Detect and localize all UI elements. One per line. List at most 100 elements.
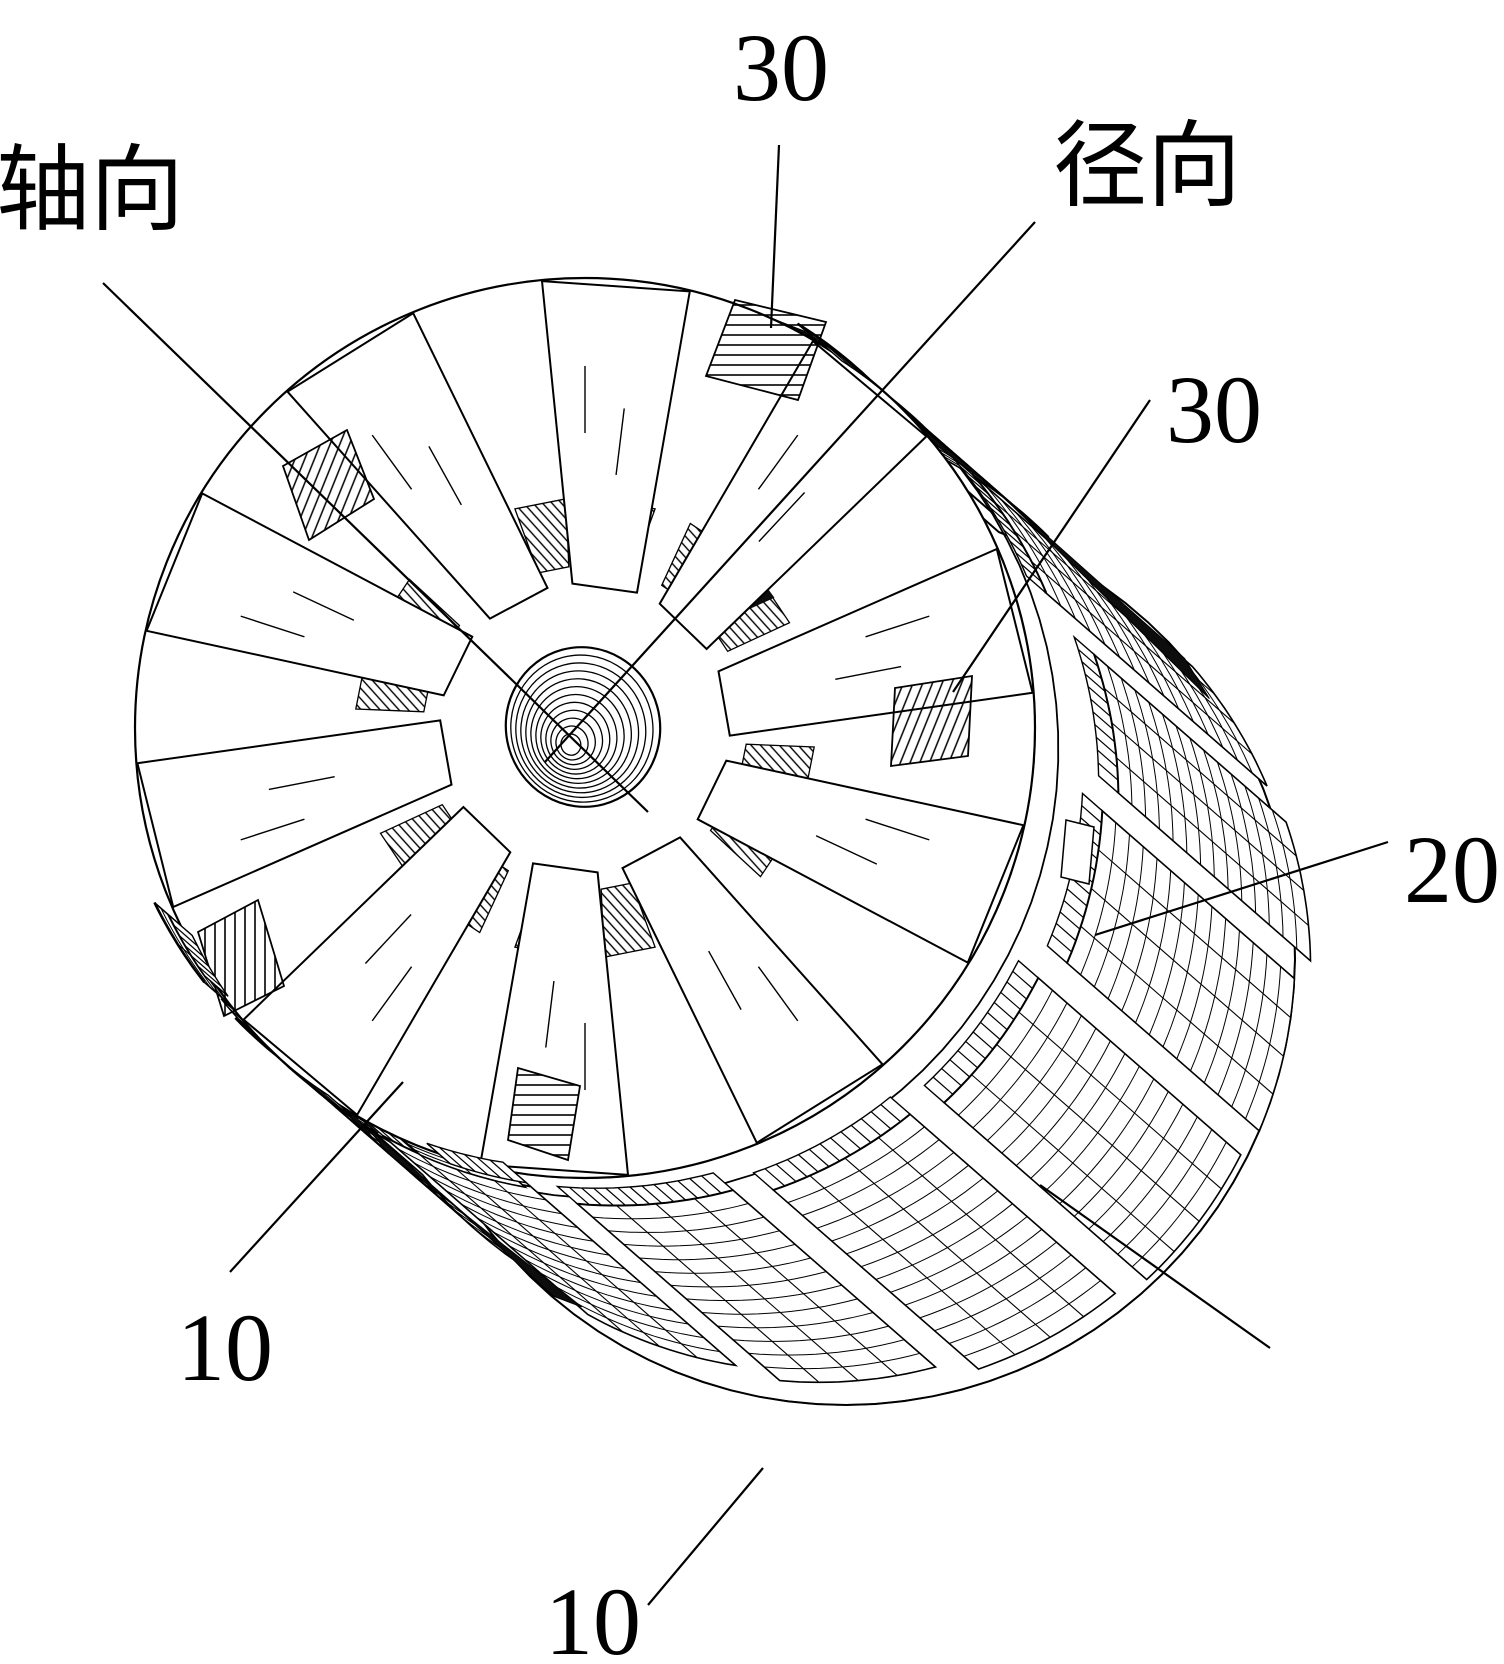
blade-shading-tick — [364, 914, 412, 964]
stator-blade — [621, 836, 885, 1145]
ladder-rung — [451, 1150, 476, 1172]
shaft-contour-line — [545, 709, 604, 770]
stator-blade — [696, 759, 1025, 965]
ladder-rung — [786, 1159, 808, 1178]
ladder-rung — [701, 1175, 722, 1194]
blade-shading-tick — [757, 966, 799, 1022]
dark-lamination-wedge-1 — [991, 486, 1210, 699]
leader-line-group — [102, 144, 1389, 1606]
ladder-rung — [860, 1118, 882, 1137]
shaft-contour-line — [525, 678, 633, 789]
radial-direction-line — [544, 221, 1036, 763]
blade-shading-tick — [865, 818, 930, 841]
ladder-rung — [840, 1131, 861, 1150]
ladder-rung — [641, 1185, 662, 1204]
lamination-row-line — [1018, 1011, 1222, 1190]
ladder-rung — [990, 507, 1011, 526]
blade-shading-tick — [757, 434, 799, 490]
stator-blade — [540, 280, 691, 594]
lamination-row-line — [1111, 722, 1305, 891]
ladder-rung — [179, 935, 204, 957]
ladder-rung — [1063, 899, 1084, 918]
ladder-rung — [306, 1079, 331, 1102]
ladder-rung — [941, 1068, 962, 1087]
lamination-row-line — [693, 1197, 898, 1376]
shaft-contour-line — [510, 654, 654, 803]
coil-end-ladder-strip — [923, 959, 1039, 1104]
blade-shading-tick — [708, 950, 742, 1010]
ladder-rung — [880, 1104, 901, 1122]
ladder-rung — [980, 1021, 1001, 1040]
shaft-contour-line — [535, 693, 618, 780]
ladder-rung — [957, 1050, 978, 1069]
ladder-rung — [605, 1187, 626, 1206]
shaft-bore-ellipse — [504, 646, 662, 808]
winding-patch-30 — [507, 1066, 582, 1162]
ladder-rung — [1012, 970, 1033, 989]
ladder-rung — [830, 1137, 851, 1156]
lamination-row-line — [844, 1157, 1051, 1338]
stator-blade — [242, 805, 512, 1117]
ladder-rung — [1059, 911, 1081, 930]
ladder-rung — [959, 465, 981, 484]
lamination-row-line — [1080, 925, 1274, 1095]
ladder-rung — [1066, 888, 1088, 907]
lamination-row-line — [877, 1136, 1084, 1318]
ladder-rung — [1084, 673, 1106, 692]
radial-label: 径向 — [1053, 112, 1241, 221]
ladder-rung — [797, 1154, 819, 1173]
ladder-rung — [1095, 736, 1117, 755]
shaft-contour-line — [515, 662, 647, 799]
blade-shading-tick — [428, 446, 462, 506]
ladder-rung — [839, 354, 864, 377]
blade-shading-tick — [240, 818, 305, 841]
ladder-rung — [1000, 991, 1021, 1010]
ref-10-left-label: 10 — [177, 1294, 273, 1401]
ladder-rung — [1092, 711, 1113, 730]
ladder-rung — [996, 518, 1018, 537]
ref-30-top-label: 30 — [733, 14, 829, 121]
lamination-row-line — [809, 1175, 1016, 1356]
ladder-rung — [191, 955, 216, 978]
ladder-rung — [932, 1076, 954, 1095]
ladder-rung — [1051, 934, 1072, 953]
ladder-rung — [1055, 922, 1077, 941]
stator-blade — [136, 719, 453, 909]
terminal-tab — [1060, 819, 1095, 885]
lamination-row-line — [1030, 560, 1253, 755]
lamination-row-line — [417, 1152, 624, 1333]
lamination-row-line — [655, 1203, 859, 1382]
ladder-rung — [949, 1059, 970, 1078]
dark-lamination-wedge-3 — [364, 1124, 583, 1308]
blade-shading-tick — [815, 835, 878, 865]
ladder-rung — [967, 476, 989, 494]
ladder-rung — [775, 1163, 797, 1182]
ladder-rung — [617, 1187, 638, 1206]
winding-pack — [752, 1096, 1117, 1371]
winding-pack — [923, 959, 1242, 1281]
ladder-rung — [438, 1146, 464, 1169]
ladder-rung — [1090, 698, 1111, 717]
ladder-rung — [476, 1156, 501, 1179]
ladder-rung — [1009, 540, 1030, 559]
ladder-rung — [569, 1186, 590, 1205]
lamination-row-line — [1097, 849, 1291, 1019]
leader-10-bottom — [647, 1467, 764, 1606]
ladder-rung — [972, 1031, 994, 1050]
lamination-row-line — [1103, 687, 1297, 857]
shaft-contour-line — [550, 717, 596, 766]
ladder-rung — [819, 1143, 840, 1162]
pack-front-edge — [153, 902, 206, 984]
winding-patch-30 — [890, 674, 973, 768]
shaft-contour-line — [520, 670, 640, 794]
ladder-rung — [653, 1184, 674, 1203]
winding-patch-30 — [704, 298, 828, 402]
lamination-row-line — [1115, 757, 1309, 926]
winding-pack — [951, 456, 1268, 787]
shaft-contour-line — [540, 701, 611, 775]
blade-shading-tick — [615, 408, 625, 475]
ladder-rung — [316, 1087, 342, 1109]
blade-shading-tick — [835, 665, 902, 681]
ladder-rung — [185, 945, 210, 968]
